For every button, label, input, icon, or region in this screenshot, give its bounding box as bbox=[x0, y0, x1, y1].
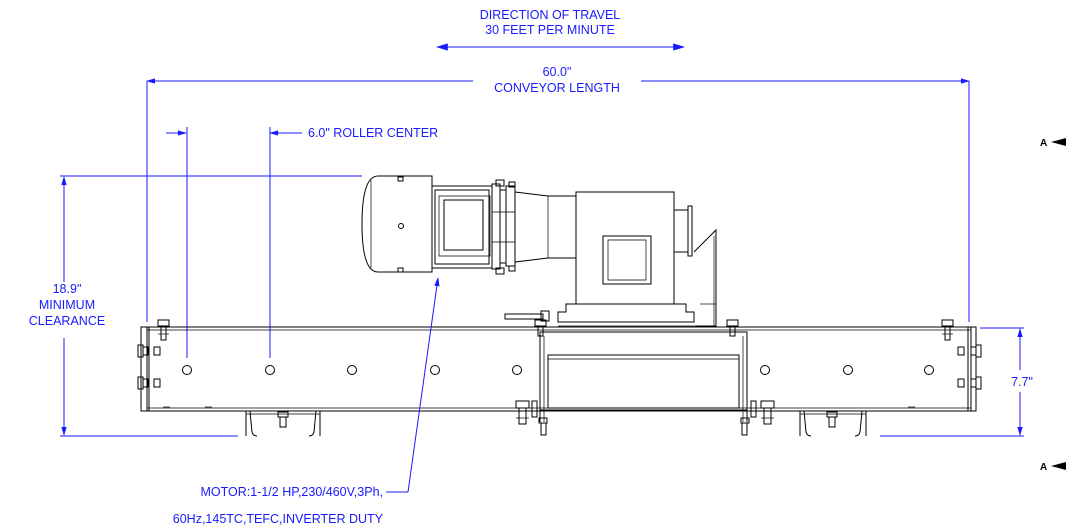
section-label-top: A bbox=[1040, 138, 1047, 149]
end-cap-right bbox=[967, 326, 977, 412]
roller bbox=[760, 365, 770, 375]
clearance-value: 18.9" bbox=[53, 282, 82, 296]
roller bbox=[265, 365, 275, 375]
section-arrow-bottom bbox=[1051, 462, 1066, 470]
section-label-bottom: A bbox=[1040, 462, 1047, 473]
end-bolts-left bbox=[137, 344, 161, 390]
clearance-dimension: 18.9" MINIMUM CLEARANCE bbox=[29, 175, 362, 437]
side-rail bbox=[146, 326, 972, 412]
section-marker-bottom: A bbox=[1040, 462, 1066, 473]
travel-label: DIRECTION OF TRAVEL bbox=[480, 8, 621, 22]
roller bbox=[347, 365, 357, 375]
motor-spec-line1: MOTOR:1-1/2 HP,230/460V,3Ph, bbox=[200, 485, 383, 499]
height-dimension: 7.7" bbox=[880, 327, 1033, 437]
flange-1 bbox=[491, 183, 501, 270]
top-fastener-right bbox=[941, 319, 954, 341]
section-arrow-top bbox=[1051, 138, 1066, 146]
support-leg-right bbox=[799, 410, 867, 437]
motor-spec-line2: 60Hz,145TC,TEFC,INVERTER DUTY bbox=[173, 512, 384, 526]
roller bbox=[843, 365, 853, 375]
conveyor-length-dimension: 60.0" CONVEYOR LENGTH bbox=[146, 65, 970, 322]
section-marker-top: A bbox=[1040, 138, 1066, 149]
motor-indicator bbox=[398, 223, 404, 229]
motor-callout: MOTOR:1-1/2 HP,230/460V,3Ph, 60Hz,145TC,… bbox=[173, 277, 440, 526]
roller bbox=[512, 365, 522, 375]
support-leg-left bbox=[245, 410, 321, 437]
drive-lever bbox=[504, 313, 544, 320]
roller-center-dimension: 6.0" ROLLER CENTER bbox=[166, 126, 438, 358]
roller bbox=[924, 365, 934, 375]
gearbox-cover bbox=[602, 235, 652, 285]
roller bbox=[430, 365, 440, 375]
drive-motor-assembly bbox=[361, 175, 717, 327]
clearance-label-line1: MINIMUM bbox=[39, 298, 95, 312]
roller-center-label: 6.0" ROLLER CENTER bbox=[308, 126, 438, 140]
gearbox-base bbox=[557, 303, 695, 323]
motor-body bbox=[361, 175, 433, 273]
end-cap-left bbox=[140, 326, 150, 412]
motor-adapter bbox=[514, 191, 577, 263]
travel-speed-label: 30 FEET PER MINUTE bbox=[485, 23, 615, 37]
height-value: 7.7" bbox=[1011, 375, 1033, 389]
conveyor-frame bbox=[137, 319, 982, 437]
length-label: CONVEYOR LENGTH bbox=[494, 81, 620, 95]
angle-bracket-left bbox=[515, 400, 548, 436]
clearance-label-line2: CLEARANCE bbox=[29, 314, 105, 328]
roller-row bbox=[182, 365, 934, 375]
length-value: 60.0" bbox=[543, 65, 572, 79]
center-drive-box bbox=[539, 331, 748, 422]
gearbox bbox=[575, 191, 675, 305]
motor-leader-line bbox=[407, 277, 440, 493]
top-fastener-left bbox=[157, 319, 170, 341]
roller bbox=[182, 365, 192, 375]
flange-2 bbox=[505, 185, 516, 267]
top-fastener-mid-right bbox=[726, 319, 739, 337]
torque-arm bbox=[693, 228, 717, 327]
angle-bracket-right bbox=[740, 400, 775, 436]
gearbox-shaft-cover bbox=[673, 209, 689, 253]
junction-box-cover bbox=[443, 199, 484, 251]
end-bolts-right bbox=[957, 344, 982, 390]
direction-of-travel-group: DIRECTION OF TRAVEL 30 FEET PER MINUTE bbox=[435, 8, 686, 51]
